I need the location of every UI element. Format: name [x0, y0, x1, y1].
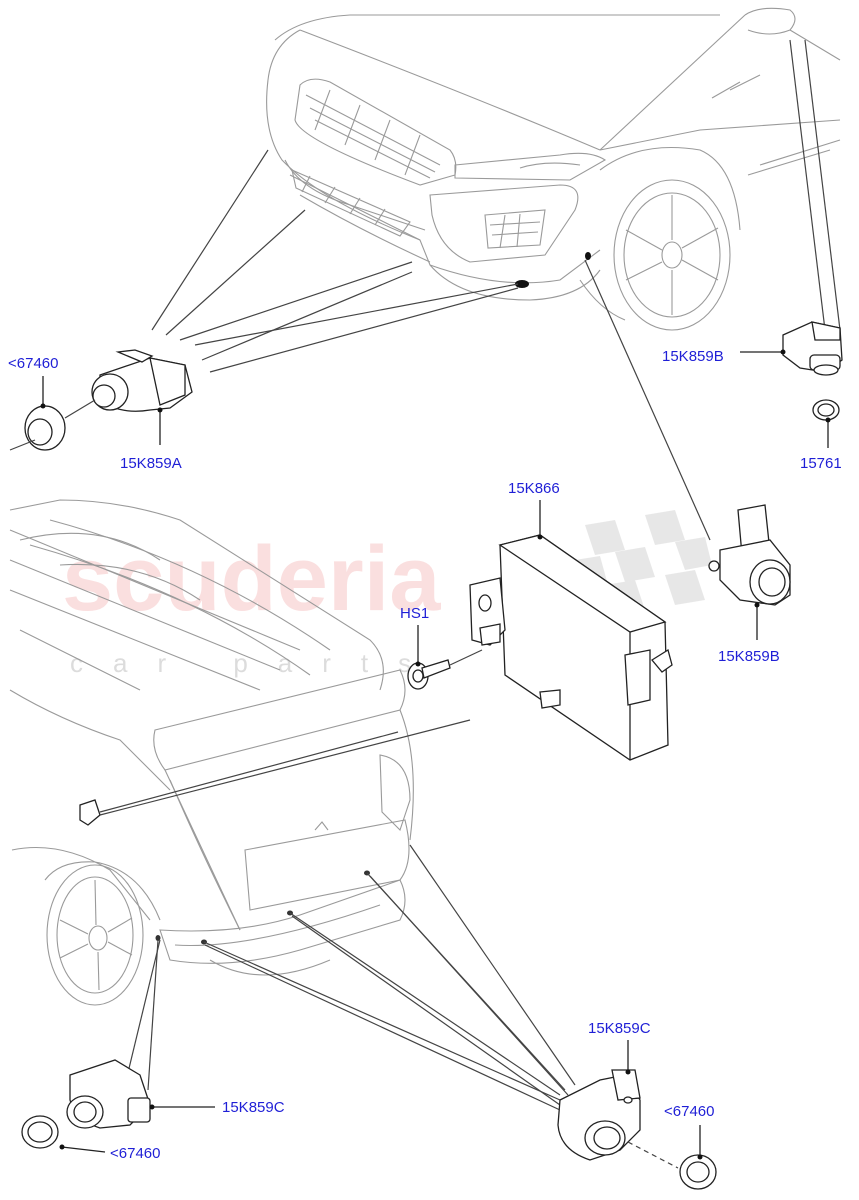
callout-screw-hs1[interactable]: HS1 [400, 605, 429, 622]
bezel-rear-right-part [627, 1141, 717, 1190]
sensor-15k859b-side-part [708, 504, 791, 606]
callout-sensor-15k859c-left[interactable]: 15K859C [222, 1099, 285, 1116]
rear-vehicle-illustration [9, 499, 414, 1006]
callout-sensor-15k859b-top[interactable]: 15K859B [662, 348, 724, 365]
bezel-front-part [9, 399, 96, 451]
module-15k866-part [469, 534, 673, 761]
bezel-rear-left-part [21, 1115, 59, 1149]
sensor-15k859c-left-part [66, 1059, 151, 1129]
front-vehicle-illustration [266, 7, 841, 331]
callout-leaders [40, 349, 831, 1160]
callout-bezel-rear-left[interactable]: <67460 [110, 1145, 160, 1162]
front-sensor-location-mark [515, 280, 529, 288]
rear-leader-fan [99, 719, 576, 1111]
callout-bezel-rear-right[interactable]: <67460 [664, 1103, 714, 1120]
callout-module-15k866[interactable]: 15K866 [508, 480, 560, 497]
side-marker-icon [79, 799, 101, 826]
watermark-brand: scuderia [62, 528, 441, 630]
sensor-15k859a-part [91, 349, 193, 412]
watermark-tagline: car parts [70, 648, 441, 678]
callout-bezel-front[interactable]: <67460 [8, 355, 58, 372]
sensor-15k859b-top-part [782, 321, 843, 421]
callout-sensor-15k859b-side[interactable]: 15K859B [718, 648, 780, 665]
callout-sensor-15k859a[interactable]: 15K859A [120, 455, 182, 472]
sensor-15k859c-right-part [557, 1069, 641, 1161]
callout-seal-15761[interactable]: 15761 [800, 455, 842, 472]
screw-hs1-part [407, 649, 483, 690]
front-leader-fan [151, 39, 841, 541]
front-side-sensor-mark [585, 252, 591, 260]
callout-sensor-15k859c-right[interactable]: 15K859C [588, 1020, 651, 1037]
